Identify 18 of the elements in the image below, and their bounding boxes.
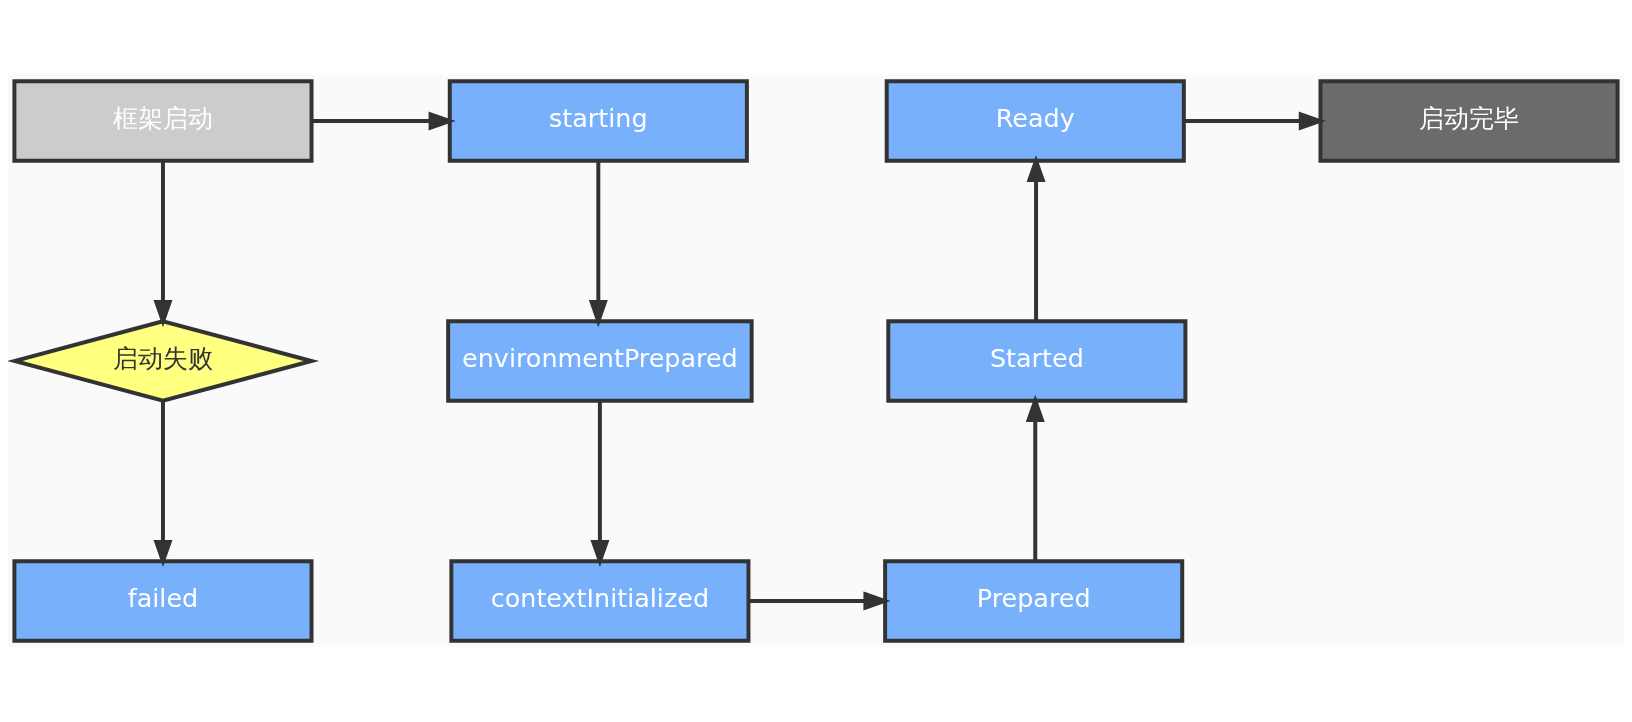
arrow xyxy=(590,401,610,568)
node-box: Started xyxy=(886,319,1188,403)
arrow xyxy=(311,111,456,131)
arrow xyxy=(748,591,891,611)
arrow xyxy=(153,161,173,328)
node-box: Ready xyxy=(884,79,1186,163)
node-diamond: 启动失败 xyxy=(8,319,320,403)
arrow xyxy=(153,401,173,568)
node-box: environmentPrepared xyxy=(446,319,754,403)
node-box: failed xyxy=(12,559,314,643)
node-box: Prepared xyxy=(883,559,1185,643)
arrow xyxy=(1026,154,1046,321)
node-box: 启动完毕 xyxy=(1318,79,1620,163)
arrow xyxy=(1025,394,1045,561)
arrow xyxy=(1183,111,1326,131)
node-box: contextInitialized xyxy=(449,559,751,643)
arrow xyxy=(588,161,608,328)
node-box: starting xyxy=(447,79,749,163)
